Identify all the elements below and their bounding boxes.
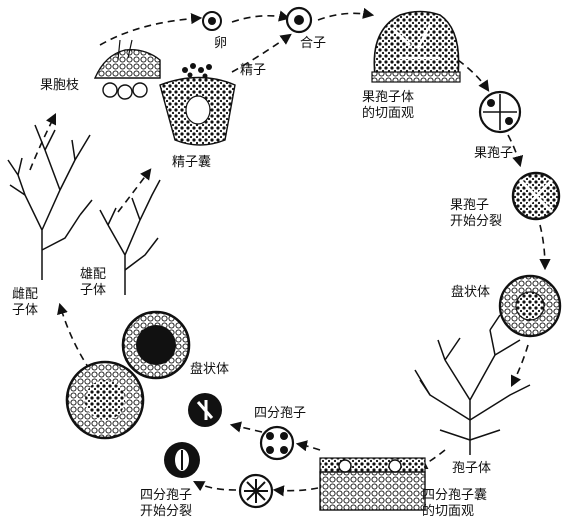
label-tetraspore-division: 四分孢子 开始分裂 <box>140 488 192 520</box>
arrow-sperm-to-zygote <box>231 33 292 73</box>
label-disc-right: 盘状体 <box>451 285 491 300</box>
label-tetrasporangium-section-line1: 四分孢子囊 <box>422 488 488 503</box>
arrow-sporangium-to-tetraspore <box>295 440 321 452</box>
label-carpospore: 果孢子 <box>474 146 514 161</box>
arrow-cystocarp-to-carpospore <box>457 59 490 92</box>
disc-right-drawing <box>498 274 562 338</box>
arrow-male-up <box>117 168 152 213</box>
label-disc-left: 盘状体 <box>190 362 230 377</box>
label-female-gametophyte-line1: 雌配 <box>12 287 39 302</box>
label-female-gametophyte: 雌配 子体 <box>12 287 38 319</box>
arrow-branch-to-egg <box>99 13 203 46</box>
carpogonial-branch-drawing <box>93 39 161 100</box>
arrow-sporangium-to-division <box>272 485 319 497</box>
arrow-ball-to-female <box>57 302 91 371</box>
arrow-tetraspore-to-disc <box>229 421 263 433</box>
label-cystocarp-section-line2: 的切面观 <box>362 106 415 121</box>
disc-left-small-drawing <box>188 393 222 427</box>
label-carpospore-division-line1: 果孢子 <box>450 198 490 213</box>
carpospore-division-drawing <box>511 171 561 221</box>
male-gametophyte-drawing <box>99 179 161 295</box>
label-tetraspore-division-line1: 四分孢子 <box>140 488 193 503</box>
label-male-gametophyte-line1: 雄配 <box>80 267 107 282</box>
tetraspore-division-cell-drawing <box>164 442 200 478</box>
label-tetrasporangium-section: 四分孢子囊 的切面观 <box>422 488 487 520</box>
cystocarp-drawing <box>371 10 461 83</box>
spermatangium-drawing <box>159 76 236 146</box>
arrow-division-to-ball <box>193 480 237 492</box>
label-sperm: 精子 <box>240 63 267 78</box>
label-carpospore-division: 果孢子 开始分裂 <box>450 198 502 230</box>
cycle-arrows <box>29 7 551 497</box>
arrow-disc-to-sporophyte <box>510 344 529 388</box>
arrow-division-to-disc <box>539 224 551 271</box>
carpospore-drawing <box>478 90 522 134</box>
label-female-gametophyte-line2: 子体 <box>12 303 39 318</box>
disc-left-large-drawing <box>121 310 191 380</box>
label-zygote: 合子 <box>300 36 327 51</box>
label-carpogonial-branch: 果胞枝 <box>40 78 80 93</box>
arrow-egg-to-zygote <box>231 10 291 23</box>
label-cystocarp-section-line1: 果孢子体 <box>362 90 415 105</box>
label-carpospore-division-line2: 开始分裂 <box>450 214 503 229</box>
tetraspore-drawing <box>259 425 295 461</box>
label-tetraspore-division-line2: 开始分裂 <box>140 504 193 519</box>
egg-cell <box>202 11 222 31</box>
label-egg: 卵 <box>214 36 228 51</box>
label-tetrasporophyte: 孢子体 <box>452 461 492 476</box>
sperm-cluster <box>182 63 212 79</box>
tetraspore-division-drawing <box>238 473 274 509</box>
female-gametophyte-drawing <box>7 124 93 280</box>
arrow-zygote-to-cystocarp <box>317 7 375 21</box>
label-male-gametophyte: 雄配 子体 <box>80 267 106 299</box>
label-spermatangium: 精子囊 <box>172 155 212 170</box>
zygote-cell <box>285 6 313 34</box>
label-tetraspore: 四分孢子 <box>254 406 307 421</box>
tetrasporangium-section-drawing <box>319 457 426 511</box>
label-tetrasporangium-section-line2: 的切面观 <box>422 504 475 519</box>
label-male-gametophyte-line2: 子体 <box>80 283 107 298</box>
label-cystocarp-section: 果孢子体 的切面观 <box>362 90 414 122</box>
arrow-female-up <box>29 112 57 171</box>
early-gametophyte-ball-drawing <box>65 360 145 440</box>
tetrasporophyte-drawing <box>414 314 531 455</box>
arrow-carpospore-to-division <box>507 134 524 168</box>
